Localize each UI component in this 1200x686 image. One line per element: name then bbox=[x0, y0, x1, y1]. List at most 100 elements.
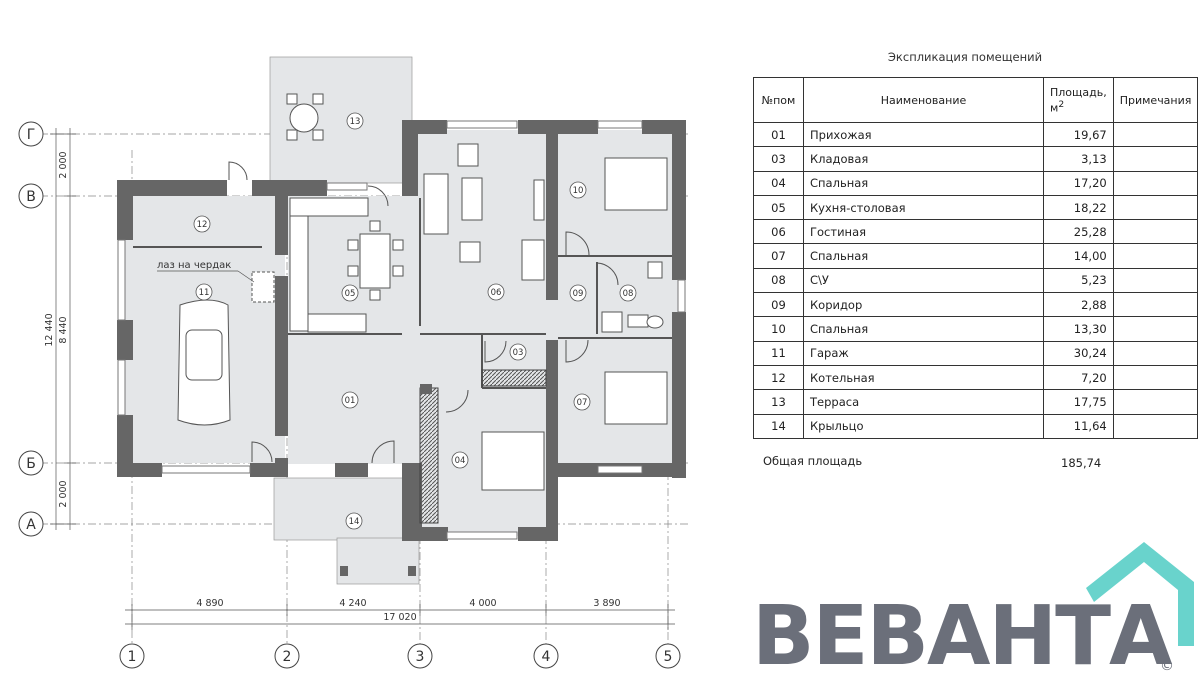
row-area: 25,28 bbox=[1043, 219, 1114, 245]
row-num: 01 bbox=[753, 121, 804, 148]
walls bbox=[117, 120, 686, 541]
column-axis-bubbles bbox=[119, 643, 681, 669]
dim-bottom-3: 4 000 bbox=[469, 598, 496, 609]
row-name: Котельная bbox=[803, 364, 1044, 391]
header-notes: Примечания bbox=[1112, 77, 1199, 123]
room-tag-09: 09 bbox=[573, 289, 584, 299]
row-name: Гостиная bbox=[803, 219, 1044, 245]
axis-row-b: Б bbox=[26, 456, 36, 472]
row-notes bbox=[1112, 121, 1199, 148]
row-notes bbox=[1112, 194, 1199, 221]
row-area: 17,20 bbox=[1043, 170, 1114, 196]
row-notes bbox=[1112, 170, 1199, 196]
row-notes bbox=[1112, 389, 1199, 415]
row-name: Спальная bbox=[803, 243, 1044, 269]
row-num: 08 bbox=[753, 267, 804, 294]
header-area: Площадь,м2 bbox=[1043, 77, 1114, 123]
row-name: Спальная bbox=[803, 170, 1044, 196]
room-tag-12: 12 bbox=[197, 220, 208, 230]
row-notes bbox=[1112, 146, 1199, 172]
row-notes bbox=[1112, 267, 1199, 294]
room-tag-04: 04 bbox=[455, 456, 466, 466]
room-tag-06: 06 bbox=[491, 288, 502, 298]
row-name: Коридор bbox=[803, 292, 1044, 318]
room-tag-08: 08 bbox=[623, 289, 634, 299]
axis-col-3: 3 bbox=[416, 649, 425, 665]
row-notes bbox=[1112, 292, 1199, 318]
row-area: 7,20 bbox=[1043, 364, 1114, 391]
room-tags bbox=[193, 112, 637, 530]
floor-plan: 01 03 04 05 06 07 08 09 10 11 12 13 14 л… bbox=[18, 56, 690, 669]
axis-row-v: В bbox=[26, 189, 36, 205]
row-name: Спальная bbox=[803, 316, 1044, 342]
attic-hatch-label: лаз на чердак bbox=[157, 260, 231, 271]
logo-text: ВЕВАНТА bbox=[752, 589, 1173, 684]
row-num: 07 bbox=[753, 243, 804, 269]
room-tag-03: 03 bbox=[513, 348, 524, 358]
furniture bbox=[177, 93, 668, 491]
row-notes bbox=[1112, 219, 1199, 245]
row-notes bbox=[1112, 243, 1199, 269]
row-area: 11,64 bbox=[1043, 413, 1114, 439]
row-area: 19,67 bbox=[1043, 121, 1114, 148]
dim-left-mid: 8 440 bbox=[58, 316, 69, 343]
axis-row-a: А bbox=[26, 517, 36, 533]
room-tag-11: 11 bbox=[199, 288, 210, 298]
row-axis-bubbles bbox=[18, 121, 44, 537]
explication-table: №пом Наименование Площадь,м2 Примечания … bbox=[753, 77, 1199, 439]
axis-col-1: 1 bbox=[128, 649, 137, 665]
row-num: 12 bbox=[753, 364, 804, 391]
room-tag-13: 13 bbox=[350, 117, 361, 127]
windows bbox=[117, 120, 686, 540]
row-num: 04 bbox=[753, 170, 804, 196]
dim-left-top: 2 000 bbox=[58, 151, 69, 178]
copyright-mark: © bbox=[1160, 658, 1174, 674]
row-area: 18,22 bbox=[1043, 194, 1114, 221]
porch-area bbox=[273, 477, 421, 541]
row-name: Терраса bbox=[803, 389, 1044, 415]
row-notes bbox=[1112, 316, 1199, 342]
axis-col-4: 4 bbox=[542, 649, 551, 665]
dim-bottom-2: 4 240 bbox=[339, 598, 366, 609]
row-area: 2,88 bbox=[1043, 292, 1114, 318]
row-num: 11 bbox=[753, 340, 804, 366]
axis-col-5: 5 bbox=[664, 649, 673, 665]
row-area: 13,30 bbox=[1043, 316, 1114, 342]
row-name: Крыльцо bbox=[803, 413, 1044, 439]
row-num: 09 bbox=[753, 292, 804, 318]
row-name: Кладовая bbox=[803, 146, 1044, 172]
room-tag-07: 07 bbox=[577, 398, 588, 408]
row-area: 30,24 bbox=[1043, 340, 1114, 366]
total-area-label: Общая площадь bbox=[763, 454, 863, 468]
row-name: С\У bbox=[803, 267, 1044, 294]
dim-bottom-1: 4 890 bbox=[196, 598, 223, 609]
room-tag-14: 14 bbox=[349, 517, 360, 527]
doors bbox=[228, 161, 619, 464]
room-tag-10: 10 bbox=[573, 186, 584, 196]
row-area: 3,13 bbox=[1043, 146, 1114, 172]
row-area: 17,75 bbox=[1043, 389, 1114, 415]
row-num: 05 bbox=[753, 194, 804, 221]
row-num: 13 bbox=[753, 389, 804, 415]
room-tag-01: 01 bbox=[345, 396, 356, 406]
row-notes bbox=[1112, 340, 1199, 366]
total-area-value: 185,74 bbox=[1061, 456, 1102, 470]
dim-left-bottom: 2 000 bbox=[58, 480, 69, 507]
logo-roof bbox=[1086, 542, 1194, 646]
axis-col-2: 2 bbox=[283, 649, 292, 665]
row-notes bbox=[1112, 364, 1199, 391]
explication-title: Экспликация помещений bbox=[887, 50, 1043, 64]
row-num: 06 bbox=[753, 219, 804, 245]
row-name: Гараж bbox=[803, 340, 1044, 366]
